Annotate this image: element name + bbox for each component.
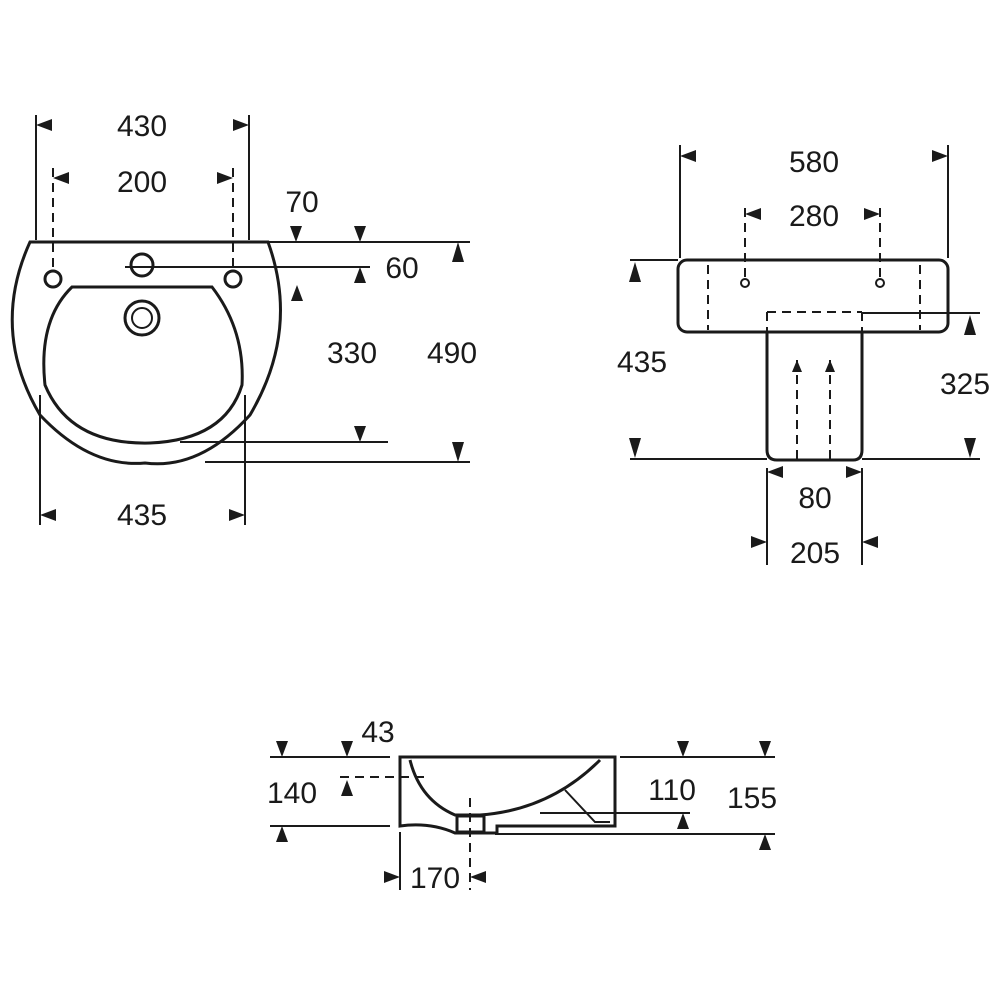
dim-top-offset: 70 (285, 186, 318, 219)
basin-outline (10, 240, 282, 466)
dim-overall-width: 430 (117, 110, 167, 143)
tap-hole-left (43, 269, 63, 289)
tap-hole-center (129, 252, 155, 278)
dim-side-spacing: 280 (789, 200, 839, 233)
dim-pedestal-width: 435 (117, 499, 167, 532)
front-view: 430 200 70 60 330 490 435 (10, 110, 477, 532)
dim-section-left-height: 140 (267, 777, 317, 810)
section-outline (398, 755, 617, 835)
drain-inner (131, 307, 153, 329)
basin-bowl (42, 285, 244, 445)
dim-bowl-depth: 330 (327, 337, 377, 370)
pedestal (765, 332, 864, 462)
side-view: 580 280 435 325 80 205 (617, 145, 990, 570)
dim-section-top: 43 (361, 716, 394, 749)
drain-outer (123, 299, 161, 337)
section-bowl (408, 758, 602, 817)
dim-section-right-height: 155 (727, 782, 777, 815)
dim-drain-offset: 170 (410, 862, 460, 895)
dim-section-inner-height: 110 (648, 774, 696, 807)
tap-hole-right (223, 269, 243, 289)
dim-side-height: 435 (617, 346, 667, 379)
basin-side-body (676, 258, 950, 334)
dim-side-width: 580 (789, 146, 839, 179)
dim-rim-offset: 60 (385, 252, 418, 285)
dim-tap-spacing: 200 (117, 166, 167, 199)
dim-pedestal-inner: 80 (798, 482, 831, 515)
dim-overall-depth: 490 (427, 337, 477, 370)
section-view: 43 140 110 155 170 (267, 716, 777, 895)
dim-pedestal-outer: 205 (790, 537, 840, 570)
dim-pedestal-height: 325 (940, 368, 990, 401)
